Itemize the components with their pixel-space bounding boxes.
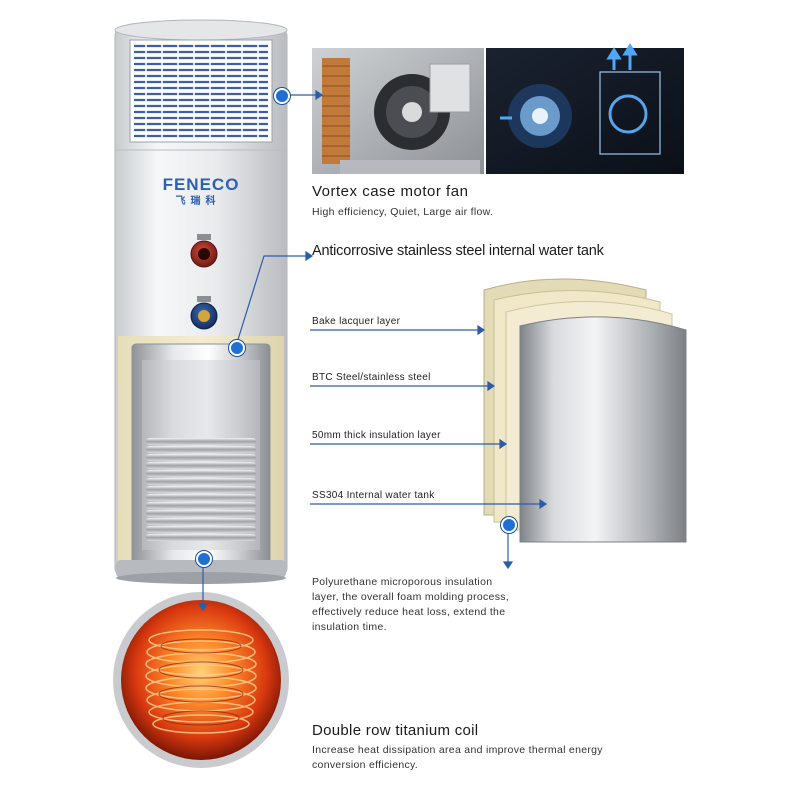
svg-text:飞瑞科: 飞瑞科 — [176, 194, 221, 207]
callout-lines — [197, 89, 548, 612]
layer-illustration — [483, 278, 687, 543]
tank-title: Anticorrosive stainless steel internal w… — [312, 243, 604, 259]
coil-description-line: Increase heat dissipation area and impro… — [312, 744, 603, 756]
fan-airflow-diagram — [486, 43, 684, 174]
layer-label-btc-steel: BTC Steel/stainless steel — [312, 372, 431, 383]
fan-callout-dot — [274, 88, 290, 104]
titanium-coil-closeup — [113, 592, 289, 768]
hot-water-outlet — [190, 234, 218, 268]
coil-title: Double row titanium coil — [312, 722, 479, 739]
insulation-note-line: layer, the overall foam molding process, — [312, 591, 510, 603]
coil-description: Increase heat dissipation area and impro… — [312, 743, 712, 773]
svg-text:FENECO: FENECO — [163, 175, 240, 194]
insulation-note: Polyurethane microporous insulation laye… — [312, 575, 552, 635]
internal-coil — [146, 438, 256, 541]
layer-label-ss304: SS304 Internal water tank — [312, 490, 435, 501]
fan-title: Vortex case motor fan — [312, 183, 469, 200]
air-grille — [129, 39, 273, 143]
brand-logo: FENECO 飞瑞科 — [163, 175, 240, 207]
coil-callout-dot — [196, 551, 212, 567]
insulation-note-line: Polyurethane microporous insulation — [312, 576, 493, 588]
insulation-note-line: effectively reduce heat loss, extend the — [312, 606, 506, 618]
cold-water-inlet — [190, 296, 218, 330]
layer-label-bake-lacquer: Bake lacquer layer — [312, 316, 401, 327]
fan-description: High efficiency, Quiet, Large air flow. — [312, 206, 494, 218]
insulation-callout-dot — [501, 517, 517, 533]
tank-cutaway — [116, 336, 286, 584]
tank-callout-dot — [229, 340, 245, 356]
insulation-note-line: insulation time. — [312, 621, 387, 633]
layer-label-insulation: 50mm thick insulation layer — [312, 430, 441, 441]
fan-photo-left — [312, 48, 484, 174]
heat-pump-unit: FENECO 飞瑞科 — [114, 19, 288, 584]
coil-description-line: conversion efficiency. — [312, 759, 419, 771]
